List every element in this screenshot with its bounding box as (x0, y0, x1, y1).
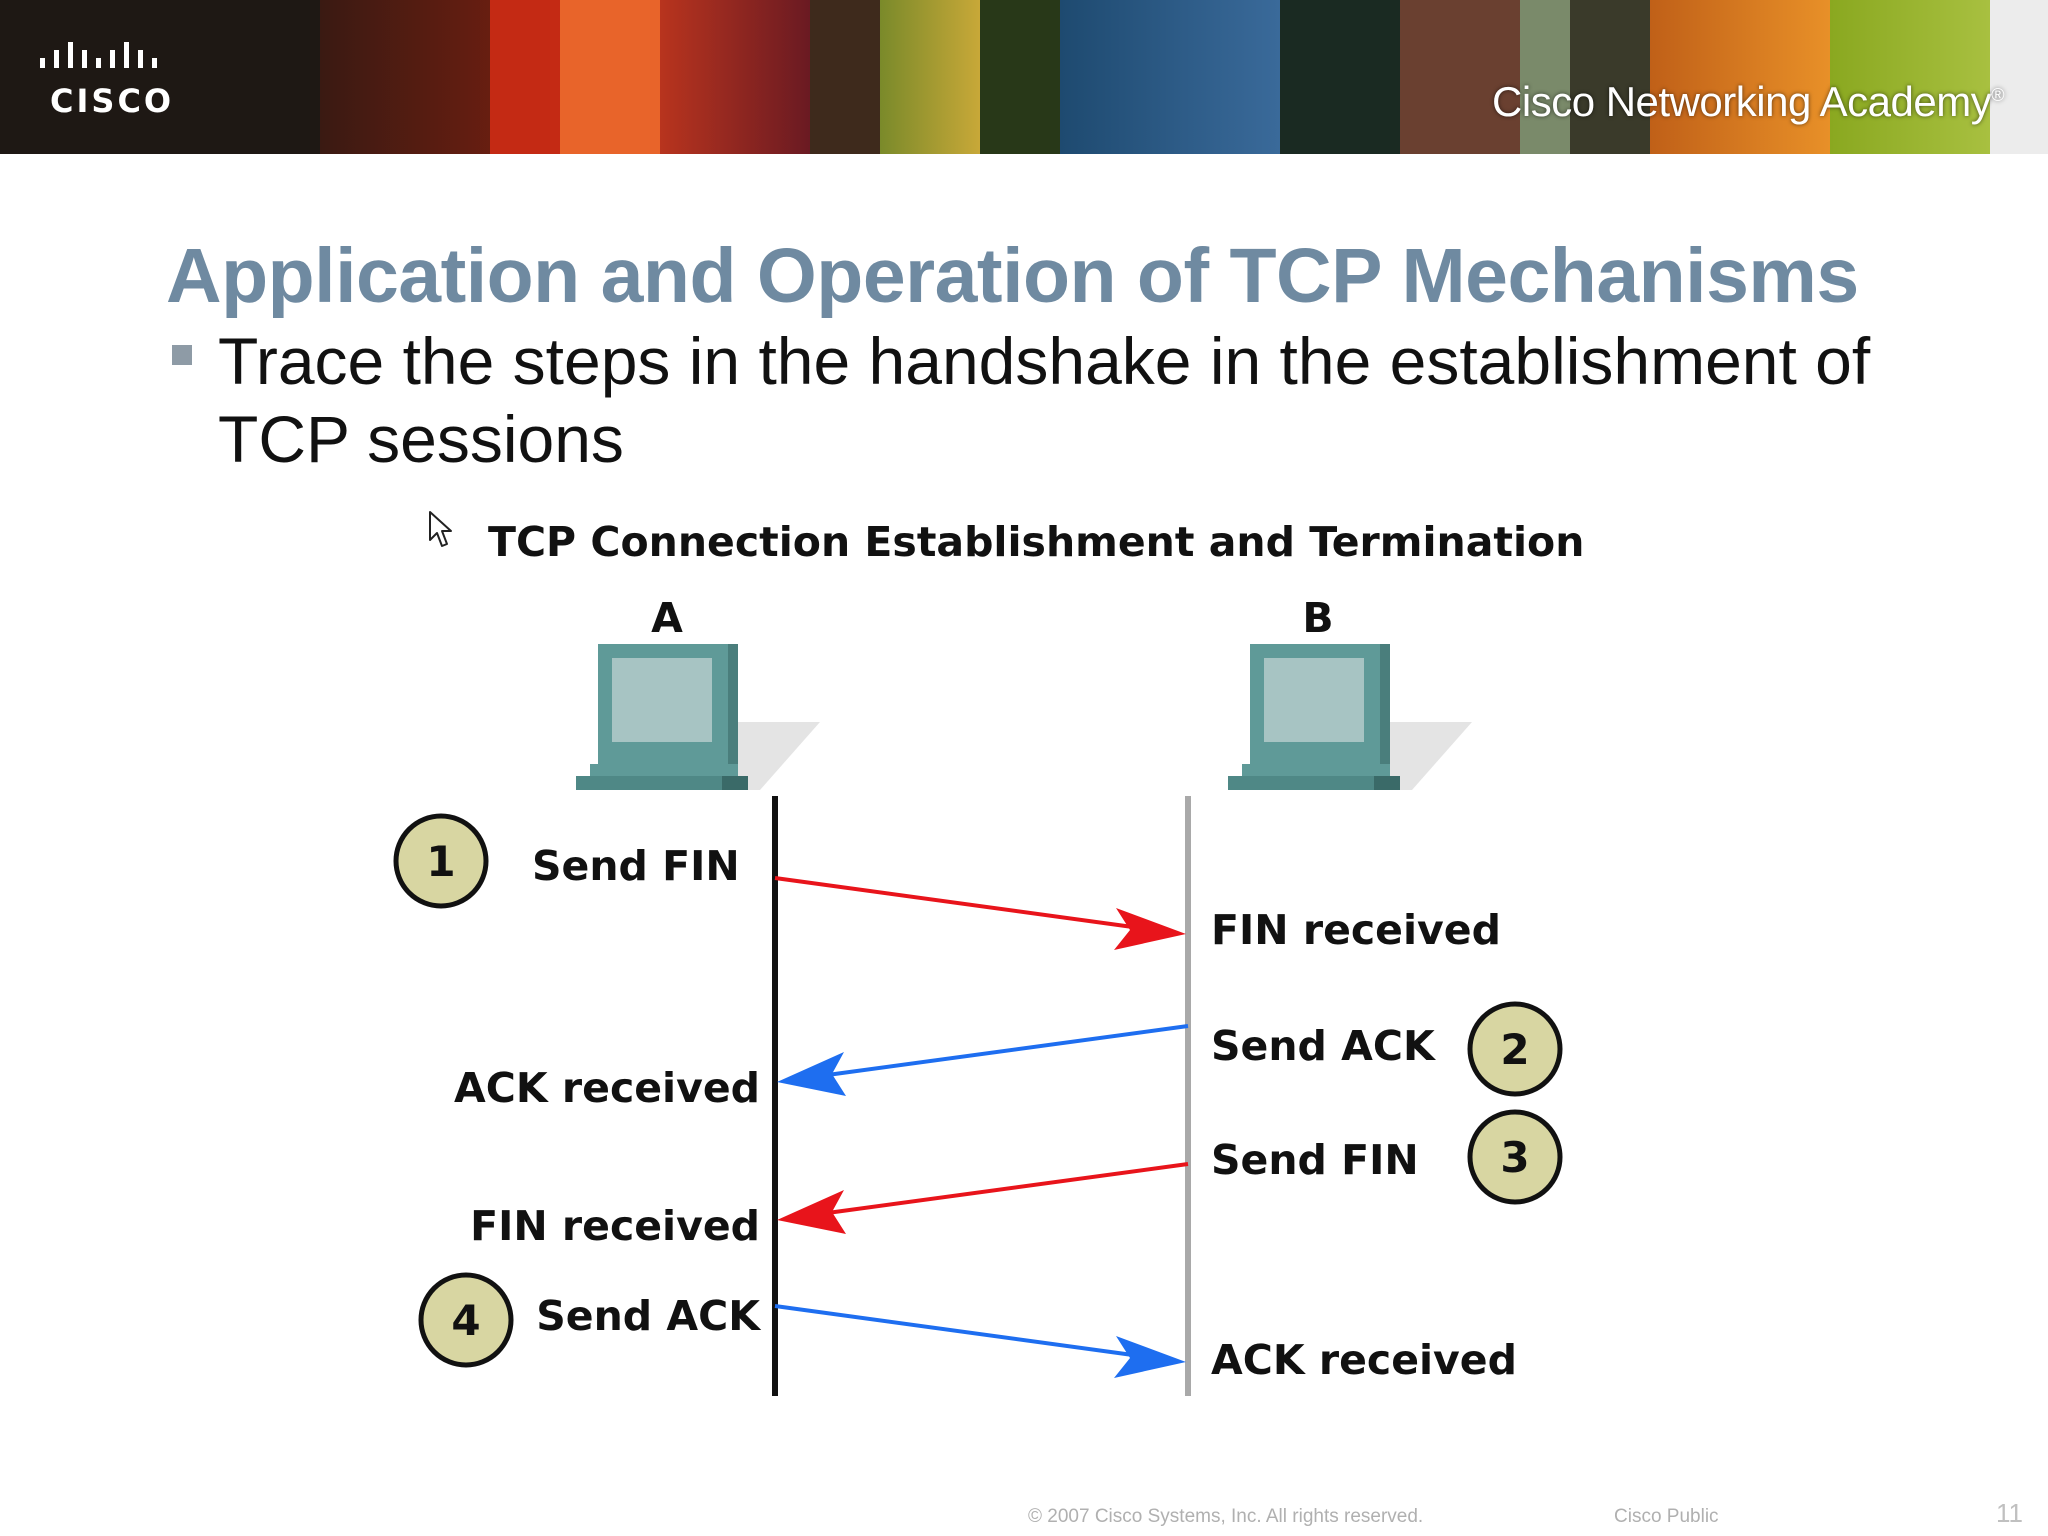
banner-photo-strip (1520, 0, 1570, 154)
banner-photo-strip (810, 0, 880, 154)
banner-photo-strip (1830, 0, 1990, 154)
arrow-fin-a-to-b (774, 876, 1186, 950)
label-a-fin-received: FIN received (470, 1202, 760, 1250)
cisco-logo-icon (40, 42, 157, 68)
academy-name: Cisco Networking Academy (1492, 78, 1992, 125)
banner-photo-strip (660, 0, 810, 154)
step-number: 2 (1500, 1025, 1529, 1074)
banner-photo-strip (1400, 0, 1520, 154)
banner-photo-strip (1650, 0, 1830, 154)
arrow-ack-b-to-a (777, 1024, 1189, 1096)
step-number: 4 (451, 1296, 480, 1345)
step-number: 3 (1500, 1133, 1529, 1182)
banner-photo-strip (490, 0, 560, 154)
page-title: Application and Operation of TCP Mechani… (166, 233, 1859, 319)
label-a-send-fin: Send FIN (532, 842, 740, 890)
computer-a-icon (576, 644, 820, 790)
footer-copyright: © 2007 Cisco Systems, Inc. All rights re… (1028, 1506, 1424, 1527)
label-a-ack-received: ACK received (454, 1064, 760, 1112)
label-a-send-ack: Send ACK (536, 1292, 762, 1340)
step-badge-3: 3 (1467, 1109, 1563, 1205)
footer-classification: Cisco Public (1614, 1506, 1719, 1527)
host-b-label: B (1302, 594, 1333, 642)
host-a-label: A (651, 594, 683, 642)
banner-photo-strip (0, 0, 320, 154)
diagram-title: TCP Connection Establishment and Termina… (488, 518, 1584, 566)
cisco-logo-text: CISCO (50, 82, 175, 120)
academy-registered-mark: ® (1991, 85, 2004, 105)
arrow-ack-a-to-b (774, 1304, 1186, 1378)
computer-b-icon (1228, 644, 1472, 790)
step-badge-2: 2 (1467, 1001, 1563, 1097)
banner-photo-strip (560, 0, 660, 154)
page-number: 11 (1996, 1498, 2023, 1528)
arrow-fin-b-to-a (777, 1162, 1189, 1234)
banner-photo-strip (880, 0, 980, 154)
label-b-send-fin: Send FIN (1211, 1136, 1419, 1184)
header-banner: CISCO Cisco Networking Academy® (0, 0, 2048, 154)
bullet-marker (172, 345, 192, 365)
step-badge-4: 4 (418, 1272, 514, 1368)
bullet-text: Trace the steps in the handshake in the … (218, 324, 1871, 476)
banner-photo-strip (1570, 0, 1650, 154)
banner-photo-strip (1990, 0, 2048, 154)
step-badge-1: 1 (393, 813, 489, 909)
label-b-fin-received: FIN received (1211, 906, 1501, 954)
label-b-ack-received: ACK received (1211, 1336, 1517, 1384)
banner-photo-strip (1280, 0, 1400, 154)
mouse-cursor-icon (429, 511, 452, 547)
banner-photo-strip (1060, 0, 1280, 154)
label-b-send-ack: Send ACK (1211, 1022, 1437, 1070)
academy-brand: Cisco Networking Academy® (1492, 78, 2004, 126)
banner-photo-strip (980, 0, 1060, 154)
step-number: 1 (426, 837, 455, 886)
